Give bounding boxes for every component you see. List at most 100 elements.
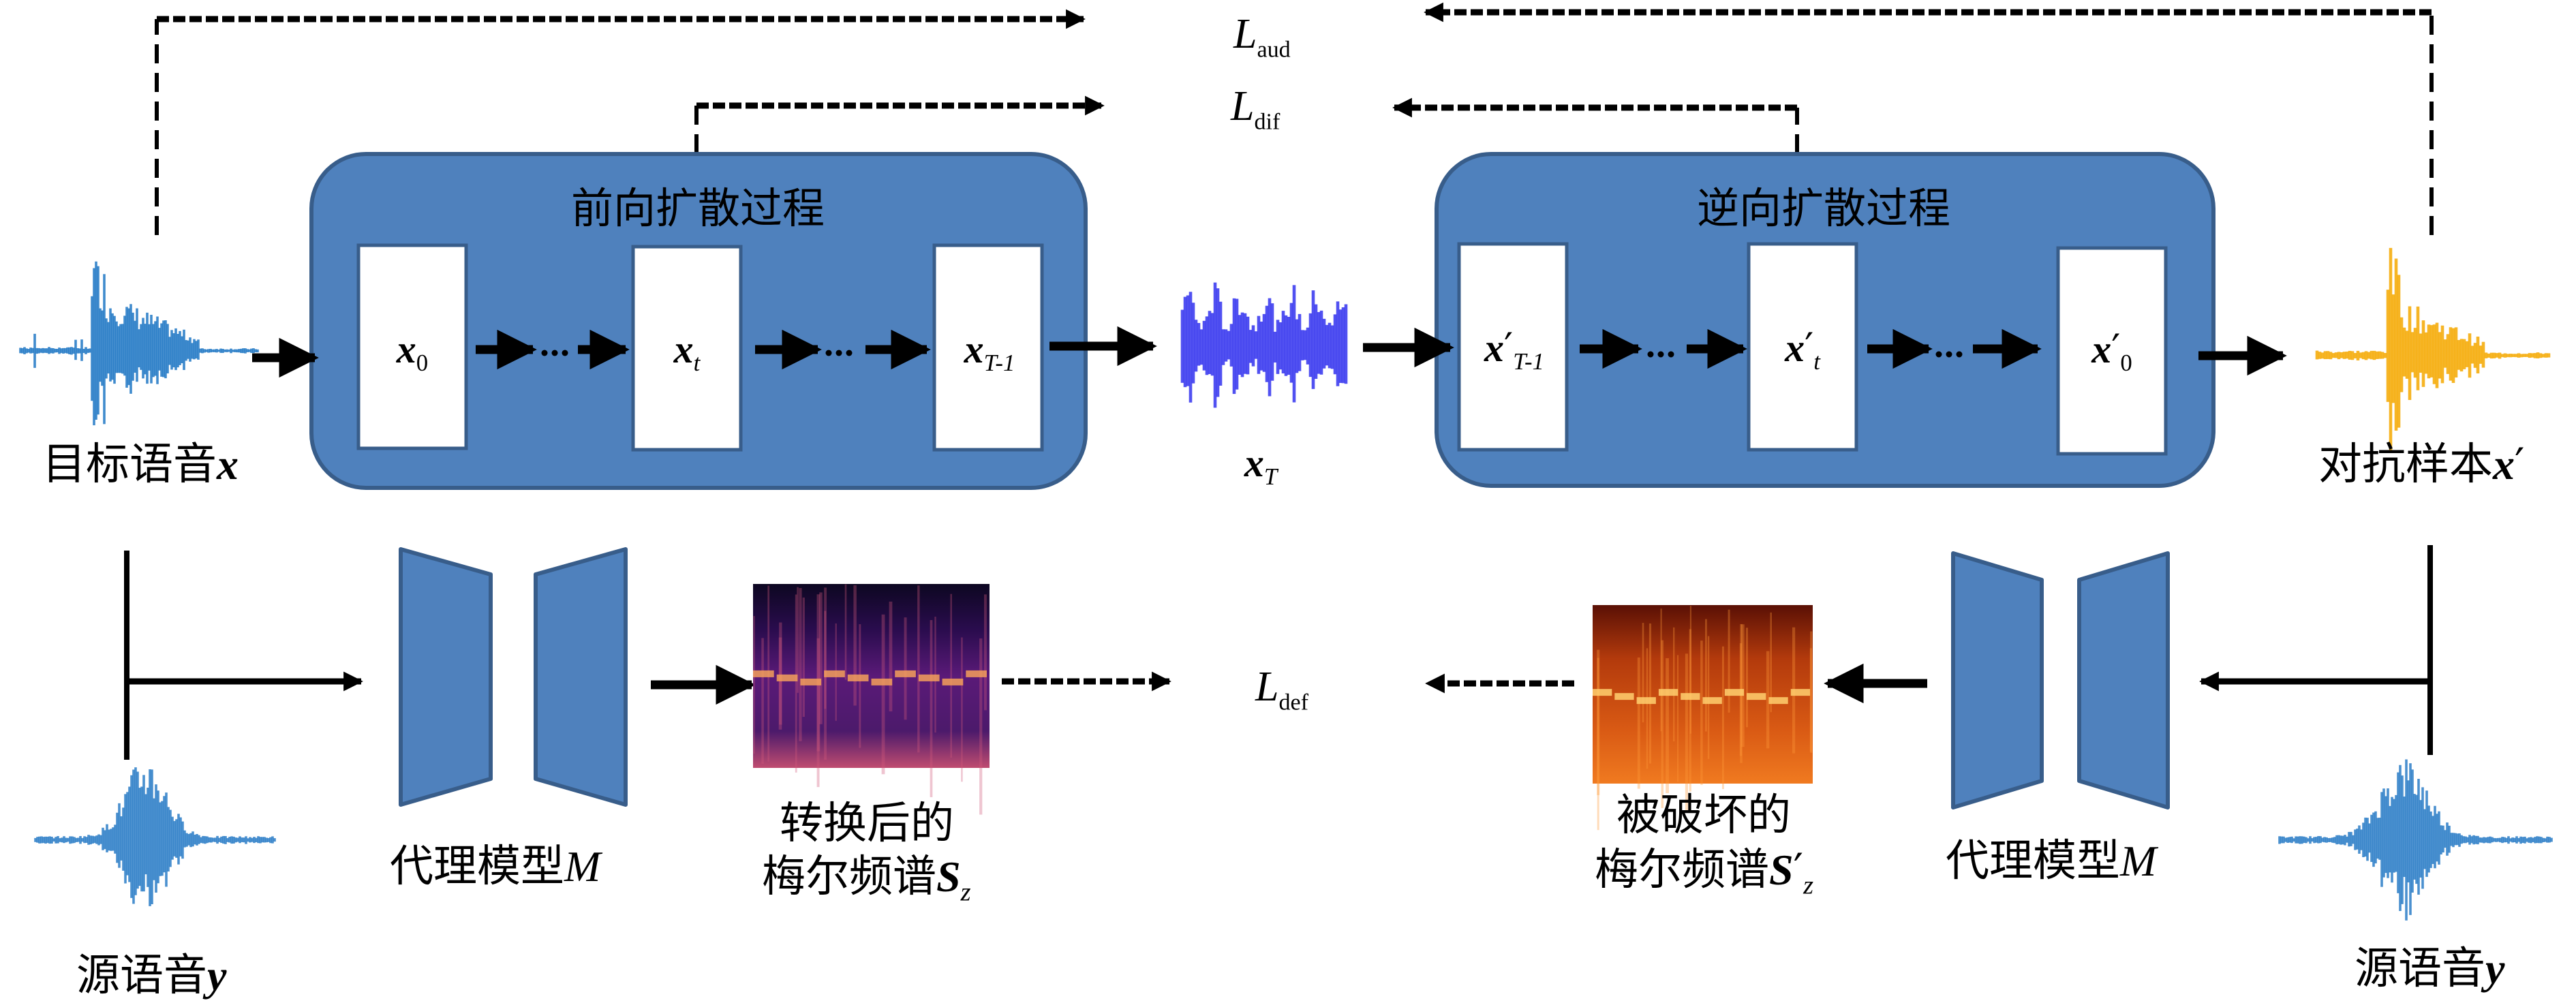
spectrogram-streak <box>816 594 821 752</box>
spectrogram-streak <box>1700 641 1703 786</box>
spectrogram-formant <box>1681 693 1700 700</box>
model-decoder-right <box>2077 551 2170 809</box>
spectrogram-streak <box>1739 643 1743 756</box>
spectrogram-streak <box>761 638 764 764</box>
spectrogram-formant <box>1768 697 1788 705</box>
source-speech-label-right: 源语音y <box>2355 944 2505 994</box>
spectrogram-streak <box>961 637 963 782</box>
spectrogram-streak <box>1637 657 1640 789</box>
spectrogram-streak <box>904 617 907 720</box>
spectrogram-streak <box>917 585 920 753</box>
spectrogram-formant <box>824 670 845 677</box>
spectrogram-streak <box>1728 609 1730 713</box>
forward-node-x0-label: x0 <box>396 327 429 377</box>
spectrogram-streak <box>853 585 857 706</box>
spectrogram-streak <box>1705 619 1707 732</box>
spectrogram-streak <box>797 587 799 693</box>
spectrogram-formant <box>1593 689 1612 696</box>
spectrogram-streak <box>889 601 893 712</box>
reverse-ellipsis-2 <box>1935 351 1963 358</box>
forward-node-xT-1 <box>932 243 1044 452</box>
spectrogram-streak <box>1721 646 1724 790</box>
model-decoder-left <box>534 547 628 807</box>
mel-corrupted-label-line2: 梅尔频谱S′z <box>1595 845 1814 900</box>
spectrogram-streak <box>778 637 782 730</box>
model-encoder-right <box>1951 551 2044 809</box>
loss-dif-right-connector <box>1392 97 1799 153</box>
spectrogram-streak <box>979 638 983 815</box>
loss-aud-right-connector <box>1424 2 2434 235</box>
spectrogram-formant <box>966 670 987 677</box>
spectrogram-streak <box>1689 606 1691 734</box>
reverse-node-xt-label: x′t <box>1785 324 1820 375</box>
spectrogram-streak <box>950 593 952 758</box>
forward-node-xT-1-label: xT-1 <box>964 327 1015 377</box>
source-speech-label-left: 源语音y <box>76 951 227 1001</box>
loss-dif-left-connector <box>694 95 1105 153</box>
forward-node-xt-label: xt <box>673 327 701 377</box>
target-speech-waveform <box>19 261 259 426</box>
spectrogram-streak <box>1597 649 1600 795</box>
spectrogram-streak <box>799 588 802 741</box>
reverse-node-x0 <box>2056 246 2168 456</box>
spectrogram-formant <box>1636 697 1656 705</box>
adversarial-sample-label: 对抗样本x′ <box>2318 439 2525 490</box>
source-speech-waveform-right <box>2278 759 2553 921</box>
reverse-process-title: 逆向扩散过程 <box>1696 183 1951 233</box>
reverse-node-xT-1 <box>1457 242 1569 452</box>
loss-dif-label: Ldif <box>1231 83 1281 135</box>
reverse-node-xt <box>1747 242 1858 452</box>
spectrogram-formant <box>1702 697 1722 705</box>
spectrogram-formant <box>1747 693 1766 700</box>
spectrogram-streak <box>1745 628 1748 728</box>
spectrogram-streak <box>1673 627 1675 742</box>
reverse-ellipsis-1 <box>1647 351 1674 358</box>
spectrogram-streak <box>1646 648 1649 769</box>
model-label-right: 代理模型M <box>1946 836 2157 886</box>
spectrogram-streak <box>1660 608 1662 732</box>
source-speech-waveform-left <box>34 767 276 906</box>
spectrogram-streak <box>1677 655 1679 782</box>
noise-label: xT <box>1244 441 1278 491</box>
mel-spectrogram-corrupted <box>1593 605 1813 831</box>
spectrogram-streak <box>1649 623 1652 764</box>
loss-aud-left-connector <box>155 9 1086 235</box>
loss-def-label: Ldef <box>1255 664 1308 715</box>
model-encoder-left <box>399 547 493 807</box>
spectrogram-streak <box>1770 612 1772 713</box>
spectrogram-streak <box>930 619 933 797</box>
spectrogram-streak <box>1766 651 1770 749</box>
spectrogram-formant <box>776 674 798 681</box>
spectrogram-streak <box>1685 653 1688 813</box>
forward-node-x0 <box>356 243 468 450</box>
spectrogram-formant <box>847 674 869 681</box>
spectrogram-streak <box>844 584 847 680</box>
spectrogram-formant <box>800 678 822 685</box>
spectrogram-streak <box>1809 648 1812 752</box>
spectrogram-streak <box>1741 624 1745 747</box>
spectrogram-streak <box>1597 658 1599 831</box>
spectrogram-streak <box>1666 658 1669 794</box>
forward-node-xt <box>631 245 743 452</box>
mel-converted-label-line2: 梅尔频谱Sz <box>762 852 971 907</box>
spectrogram-streak <box>1661 640 1664 808</box>
spectrogram-formant <box>1724 689 1745 696</box>
model-label-left: 代理模型M <box>390 842 601 892</box>
spectrogram-streak <box>1642 623 1644 723</box>
mel-converted-label-line1: 转换后的 <box>780 799 954 849</box>
mel-spectrogram-converted <box>753 584 990 815</box>
spectrogram-formant <box>1614 693 1634 700</box>
forward-ellipsis-2 <box>825 350 853 356</box>
forward-process-title: 前向扩散过程 <box>570 183 825 233</box>
reverse-node-x0-label: x′0 <box>2091 326 2132 377</box>
spectrogram-streak <box>779 622 782 725</box>
spectrogram-streak <box>802 597 805 717</box>
loss-aud-label: Laud <box>1233 11 1291 63</box>
spectrogram-formant <box>871 678 893 685</box>
spectrogram-formant <box>1658 689 1678 696</box>
spectrogram-streak <box>983 594 987 711</box>
noise-waveform <box>1180 282 1348 408</box>
target-speech-label: 目标语音x <box>42 439 239 490</box>
spectrogram-streak <box>881 614 885 775</box>
